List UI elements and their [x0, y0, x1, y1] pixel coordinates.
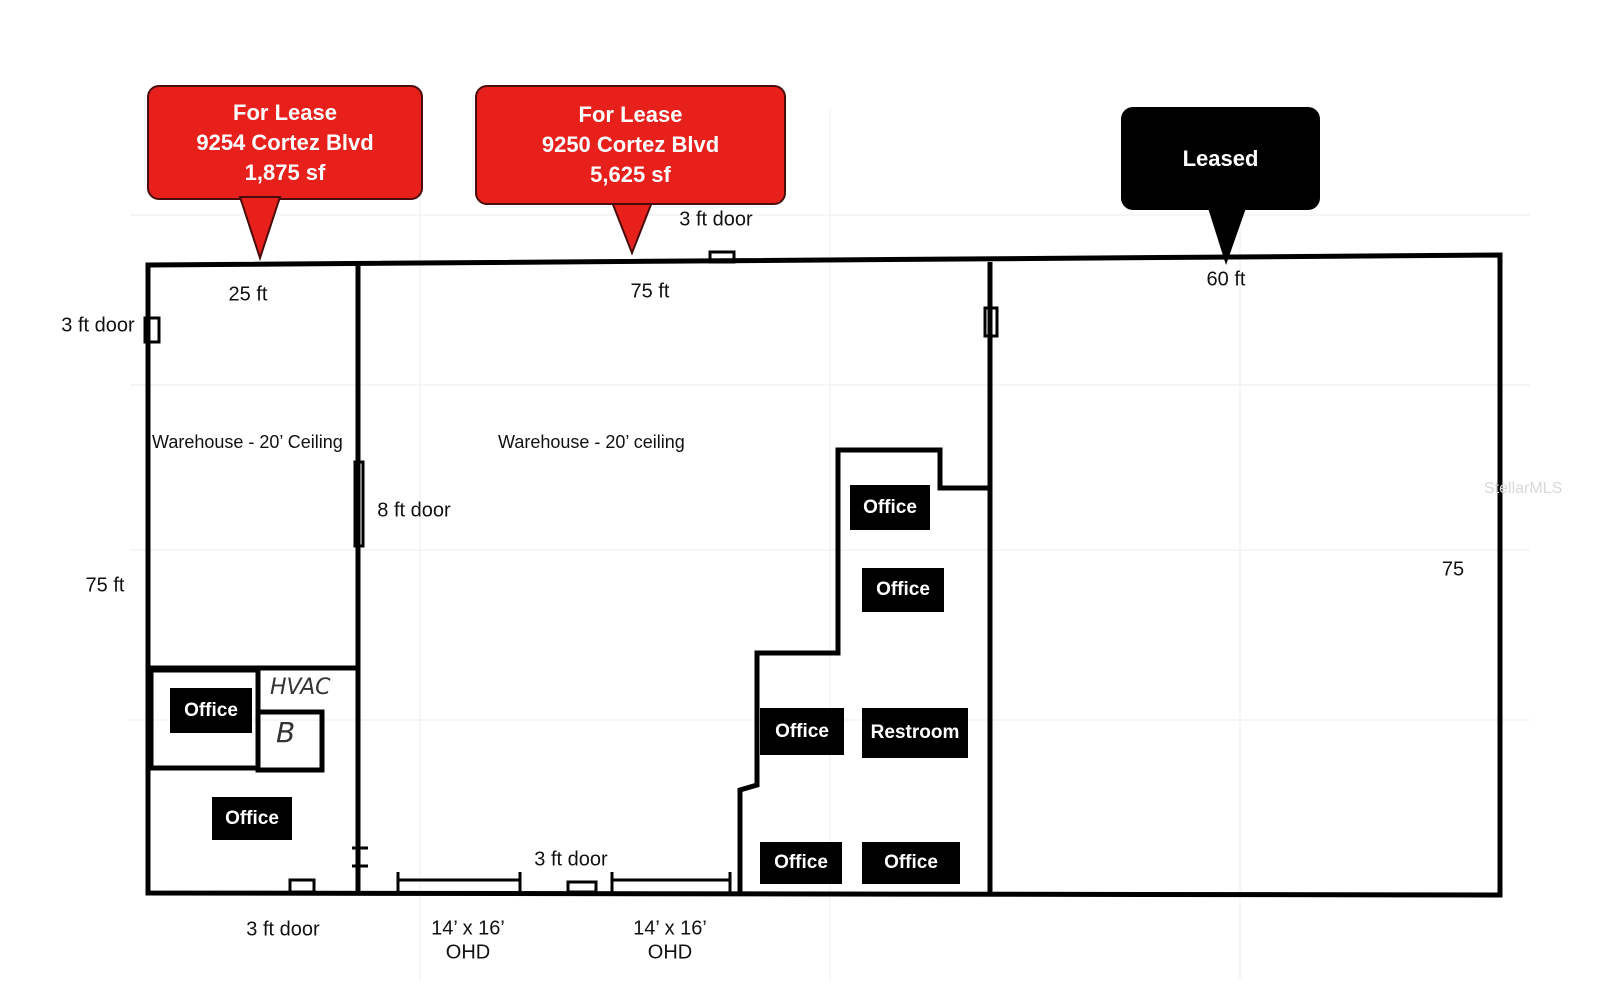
callout-status: For Lease	[233, 99, 337, 125]
bath-label: B	[276, 716, 296, 749]
room-office: Office	[212, 797, 292, 840]
callout-for-lease-9250: For Lease 9250 Cortez Blvd 5,625 sf	[475, 85, 786, 205]
room-office: Office	[760, 708, 844, 755]
ohd-1-size: 14’ x 16’	[431, 917, 505, 940]
callout-status: For Lease	[578, 102, 683, 127]
bottom-door-left-label: 3 ft door	[246, 918, 320, 941]
room-office: Office	[760, 842, 842, 884]
unit3-width-label: 60 ft	[1206, 268, 1246, 291]
bottom-door-mid-label: 3 ft door	[534, 848, 608, 871]
ohd-1-label: OHD	[445, 941, 491, 964]
right-depth-label: 75	[1441, 558, 1465, 581]
top-door-label: 3 ft door	[679, 208, 753, 231]
watermark: StellarMLS	[1484, 480, 1563, 497]
callout-area: 5,625 sf	[590, 162, 671, 187]
callout-address: 9254 Cortez Blvd	[196, 129, 374, 155]
warehouse-2-label: Warehouse - 20’ ceiling	[498, 432, 685, 452]
left-door-label: 3 ft door	[61, 314, 135, 337]
interior-door-label: 8 ft door	[377, 499, 451, 522]
room-restroom: Restroom	[862, 708, 968, 758]
callout-for-lease-9254: For Lease 9254 Cortez Blvd 1,875 sf	[147, 85, 423, 200]
left-depth-label: 75 ft	[85, 574, 125, 597]
callout-address: 9250 Cortez Blvd	[541, 132, 720, 157]
callout-status: Leased	[1182, 145, 1259, 171]
room-office: Office	[862, 568, 944, 612]
hvac-label: HVAC	[270, 675, 331, 700]
room-office: Office	[850, 485, 930, 530]
warehouse-1-label: Warehouse - 20’ Ceiling	[152, 432, 343, 452]
callout-leased: Leased	[1121, 107, 1320, 210]
unit1-width-label: 25 ft	[228, 283, 268, 306]
room-office: Office	[862, 842, 960, 884]
ohd-2-label: OHD	[647, 941, 693, 964]
unit2-width-label: 75 ft	[630, 280, 670, 303]
room-office: Office	[170, 688, 252, 733]
ohd-2-size: 14’ x 16’	[633, 917, 707, 940]
callout-area: 1,875 sf	[244, 159, 326, 185]
